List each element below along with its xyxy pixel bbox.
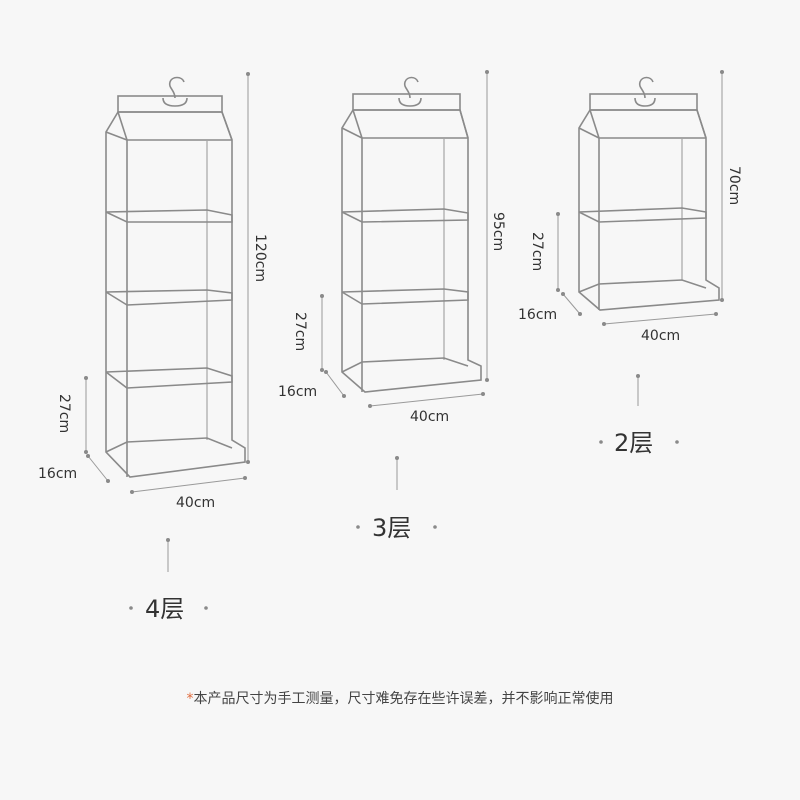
dimension-dot — [342, 394, 346, 398]
hanger-loop — [398, 97, 422, 107]
tier-label-4: 4层 — [145, 595, 184, 623]
frame-edge — [105, 131, 128, 141]
dimension-dot — [320, 294, 324, 298]
bullet-dot — [599, 440, 603, 444]
depth-label-4: 16cm — [38, 466, 77, 482]
bullet-dot — [204, 606, 208, 610]
footnote: *本产品尺寸为手工测量，尺寸难免存在些许误差，并不影响正常使用 — [0, 688, 800, 708]
shelf-height-label-4: 27cm — [56, 394, 72, 433]
depth-label-3: 16cm — [278, 384, 317, 400]
width-label-2: 40cm — [641, 328, 680, 344]
top-bar — [589, 93, 698, 111]
shelf-height-label-2: 27cm — [529, 232, 545, 271]
outer-frame — [341, 109, 482, 393]
hanger-loop — [162, 97, 188, 107]
shelf — [105, 437, 233, 453]
top-bar — [117, 95, 223, 113]
dimension-dot — [714, 312, 718, 316]
shelf — [105, 289, 233, 306]
frame-edge — [459, 109, 469, 139]
frame-edge — [578, 127, 600, 139]
organizer-2-tier: 70cm 27cm 16cm 40cm 2层 — [518, 70, 742, 457]
dimension-dot — [636, 374, 640, 378]
dimension-dot — [166, 538, 170, 542]
frame-edge — [117, 111, 128, 141]
hanger-hook-icon — [168, 76, 185, 99]
dimension-line — [603, 313, 717, 325]
frame-edge — [696, 109, 707, 139]
dimension-dot — [720, 70, 724, 74]
depth-label-2: 16cm — [518, 307, 557, 323]
dimension-dot — [84, 376, 88, 380]
hanger-hook-icon — [403, 76, 419, 99]
organizer-3-tier: 95cm 27cm 16cm 40cm 3层 — [278, 70, 506, 542]
tier-label-3: 3层 — [372, 514, 411, 542]
dimension-dot — [485, 70, 489, 74]
height-label-4: 120cm — [252, 234, 268, 282]
height-label-2: 70cm — [726, 166, 742, 205]
dimension-dot — [246, 72, 250, 76]
frame-edge — [221, 111, 233, 141]
dimension-dot — [556, 288, 560, 292]
shelf — [105, 209, 233, 223]
dimension-dot — [578, 312, 582, 316]
dimension-line — [369, 393, 484, 407]
shelf — [578, 279, 707, 293]
dimension-dot — [106, 479, 110, 483]
footnote-text: 本产品尺寸为手工测量，尺寸难免存在些许误差，并不影响正常使用 — [193, 691, 614, 707]
frame-edge — [589, 109, 600, 139]
shelf-height-label-3: 27cm — [292, 312, 308, 351]
dimension-dot — [368, 404, 372, 408]
dimension-dot — [561, 292, 565, 296]
dimension-dot — [84, 450, 88, 454]
width-label-4: 40cm — [176, 495, 215, 511]
dimension-dot — [324, 370, 328, 374]
bullet-dot — [433, 525, 437, 529]
organizer-4-tier: 120cm 27cm 16cm 40cm 4层 — [38, 72, 268, 623]
dimension-dot — [246, 460, 250, 464]
hanger-hook-icon — [638, 76, 654, 99]
width-label-3: 40cm — [410, 409, 449, 425]
shelf — [578, 207, 707, 223]
hanger-loop — [634, 97, 656, 107]
shelf — [341, 288, 469, 305]
bullet-dot — [356, 525, 360, 529]
dimension-line — [87, 455, 109, 482]
dimension-dot — [395, 456, 399, 460]
dimension-dot — [720, 298, 724, 302]
bullet-dot — [129, 606, 133, 610]
shelf — [341, 208, 469, 223]
tier-label-2: 2层 — [614, 429, 653, 457]
frame-edge — [341, 127, 363, 139]
dimension-dot — [481, 392, 485, 396]
dimension-dot — [320, 368, 324, 372]
shelf — [341, 357, 469, 373]
dimension-dot — [485, 378, 489, 382]
top-bar — [352, 93, 461, 111]
height-label-3: 95cm — [490, 212, 506, 251]
bullet-dot — [675, 440, 679, 444]
dimension-dot — [86, 454, 90, 458]
dimension-line — [325, 371, 345, 397]
dimension-dot — [602, 322, 606, 326]
shelf — [105, 367, 233, 389]
frame-edge — [352, 109, 363, 139]
dimension-dot — [556, 212, 560, 216]
footnote-star: * — [186, 691, 194, 707]
dimension-dot — [130, 490, 134, 494]
dimension-dot — [243, 476, 247, 480]
dimension-line — [131, 477, 246, 493]
dimension-line — [562, 293, 581, 315]
